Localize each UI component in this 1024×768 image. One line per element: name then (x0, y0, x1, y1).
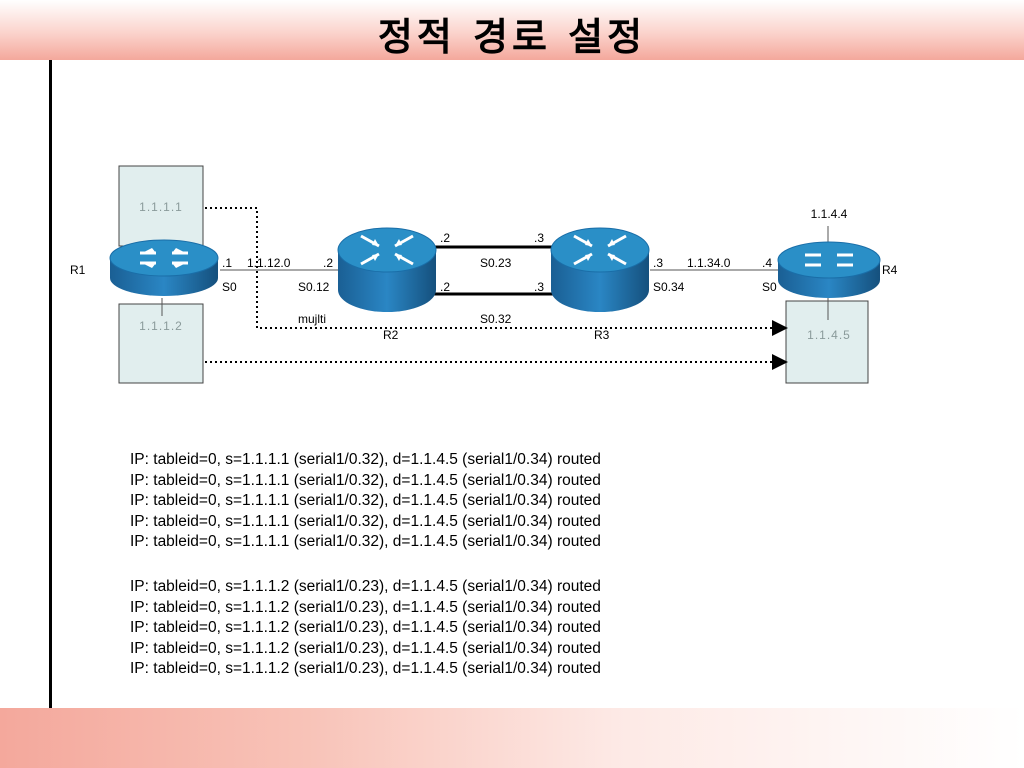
debug-log-group-1: IP: tableid=0, s=1.1.1.1 (serial1/0.32),… (130, 450, 601, 553)
host-box-1-1-4-5 (785, 300, 869, 384)
router-r2 (337, 227, 437, 312)
slide-title: 정적 경로 설정 (377, 15, 647, 59)
router-label-r2: R2 (383, 328, 399, 342)
log-line: IP: tableid=0, s=1.1.1.1 (serial1/0.32),… (130, 492, 601, 509)
router-label-r4: R4 (882, 263, 898, 277)
bot-r3-addr: .3 (534, 280, 544, 294)
bot-if: S0.32 (480, 312, 512, 326)
bottom-band (0, 708, 1024, 768)
top-r3-addr: .3 (534, 231, 544, 245)
top-if: S0.23 (480, 256, 512, 270)
host-label-1-1-1-1: 1.1.1.1 (139, 200, 183, 214)
multi-label: mujlti (298, 312, 326, 326)
host-label-1-1-4-4: 1.1.4.4 (811, 207, 848, 221)
log-line: IP: tableid=0, s=1.1.1.1 (serial1/0.32),… (130, 512, 601, 530)
host-box-1-1-1-1 (118, 165, 204, 247)
log-line: IP: tableid=0, s=1.1.1.1 (serial1/0.32),… (130, 533, 601, 550)
r2-addr12: .2 (323, 256, 333, 270)
net12-label: 1.1.12.0 (247, 256, 291, 270)
log-line: IP: tableid=0, s=1.1.1.1 (serial1/0.32),… (130, 451, 601, 468)
network-diagram: 1.1.1.1 1.1.1.2 1.1.4.4 1.1.4.5 R1 R2 R3… (70, 165, 898, 384)
router-r1 (109, 239, 219, 296)
host-box-1-1-1-2 (118, 303, 204, 384)
log-line: IP: tableid=0, s=1.1.1.2 (serial1/0.23),… (130, 660, 601, 677)
router-label-r1: R1 (70, 263, 86, 277)
router-label-r3: R3 (594, 328, 610, 342)
r1-if: S0 (222, 280, 237, 294)
net34-label: 1.1.34.0 (687, 256, 731, 270)
log-line: IP: tableid=0, s=1.1.1.2 (serial1/0.23),… (130, 578, 601, 595)
r1-addr: .1 (222, 256, 232, 270)
log-line: IP: tableid=0, s=1.1.1.2 (serial1/0.23),… (130, 619, 601, 636)
r4-if: S0 (762, 280, 777, 294)
r3-addr34: .3 (653, 256, 663, 270)
r3-if34: S0.34 (653, 280, 685, 294)
host-label-1-1-4-5: 1.1.4.5 (807, 328, 851, 342)
top-r2-addr: .2 (440, 231, 450, 245)
title-band (0, 0, 1024, 60)
debug-log-group-2: IP: tableid=0, s=1.1.1.2 (serial1/0.23),… (130, 577, 601, 680)
router-r4 (777, 241, 881, 298)
host-label-1-1-1-2: 1.1.1.2 (139, 319, 183, 333)
left-rule (49, 60, 52, 708)
log-line: IP: tableid=0, s=1.1.1.1 (serial1/0.32),… (130, 471, 601, 489)
r2-if12: S0.12 (298, 280, 330, 294)
path-multi-dotted (205, 207, 788, 336)
log-line: IP: tableid=0, s=1.1.1.2 (serial1/0.23),… (130, 639, 601, 657)
bot-r2-addr: .2 (440, 280, 450, 294)
router-r3 (550, 227, 650, 312)
r4-addr: .4 (762, 256, 772, 270)
log-line: IP: tableid=0, s=1.1.1.2 (serial1/0.23),… (130, 598, 601, 616)
